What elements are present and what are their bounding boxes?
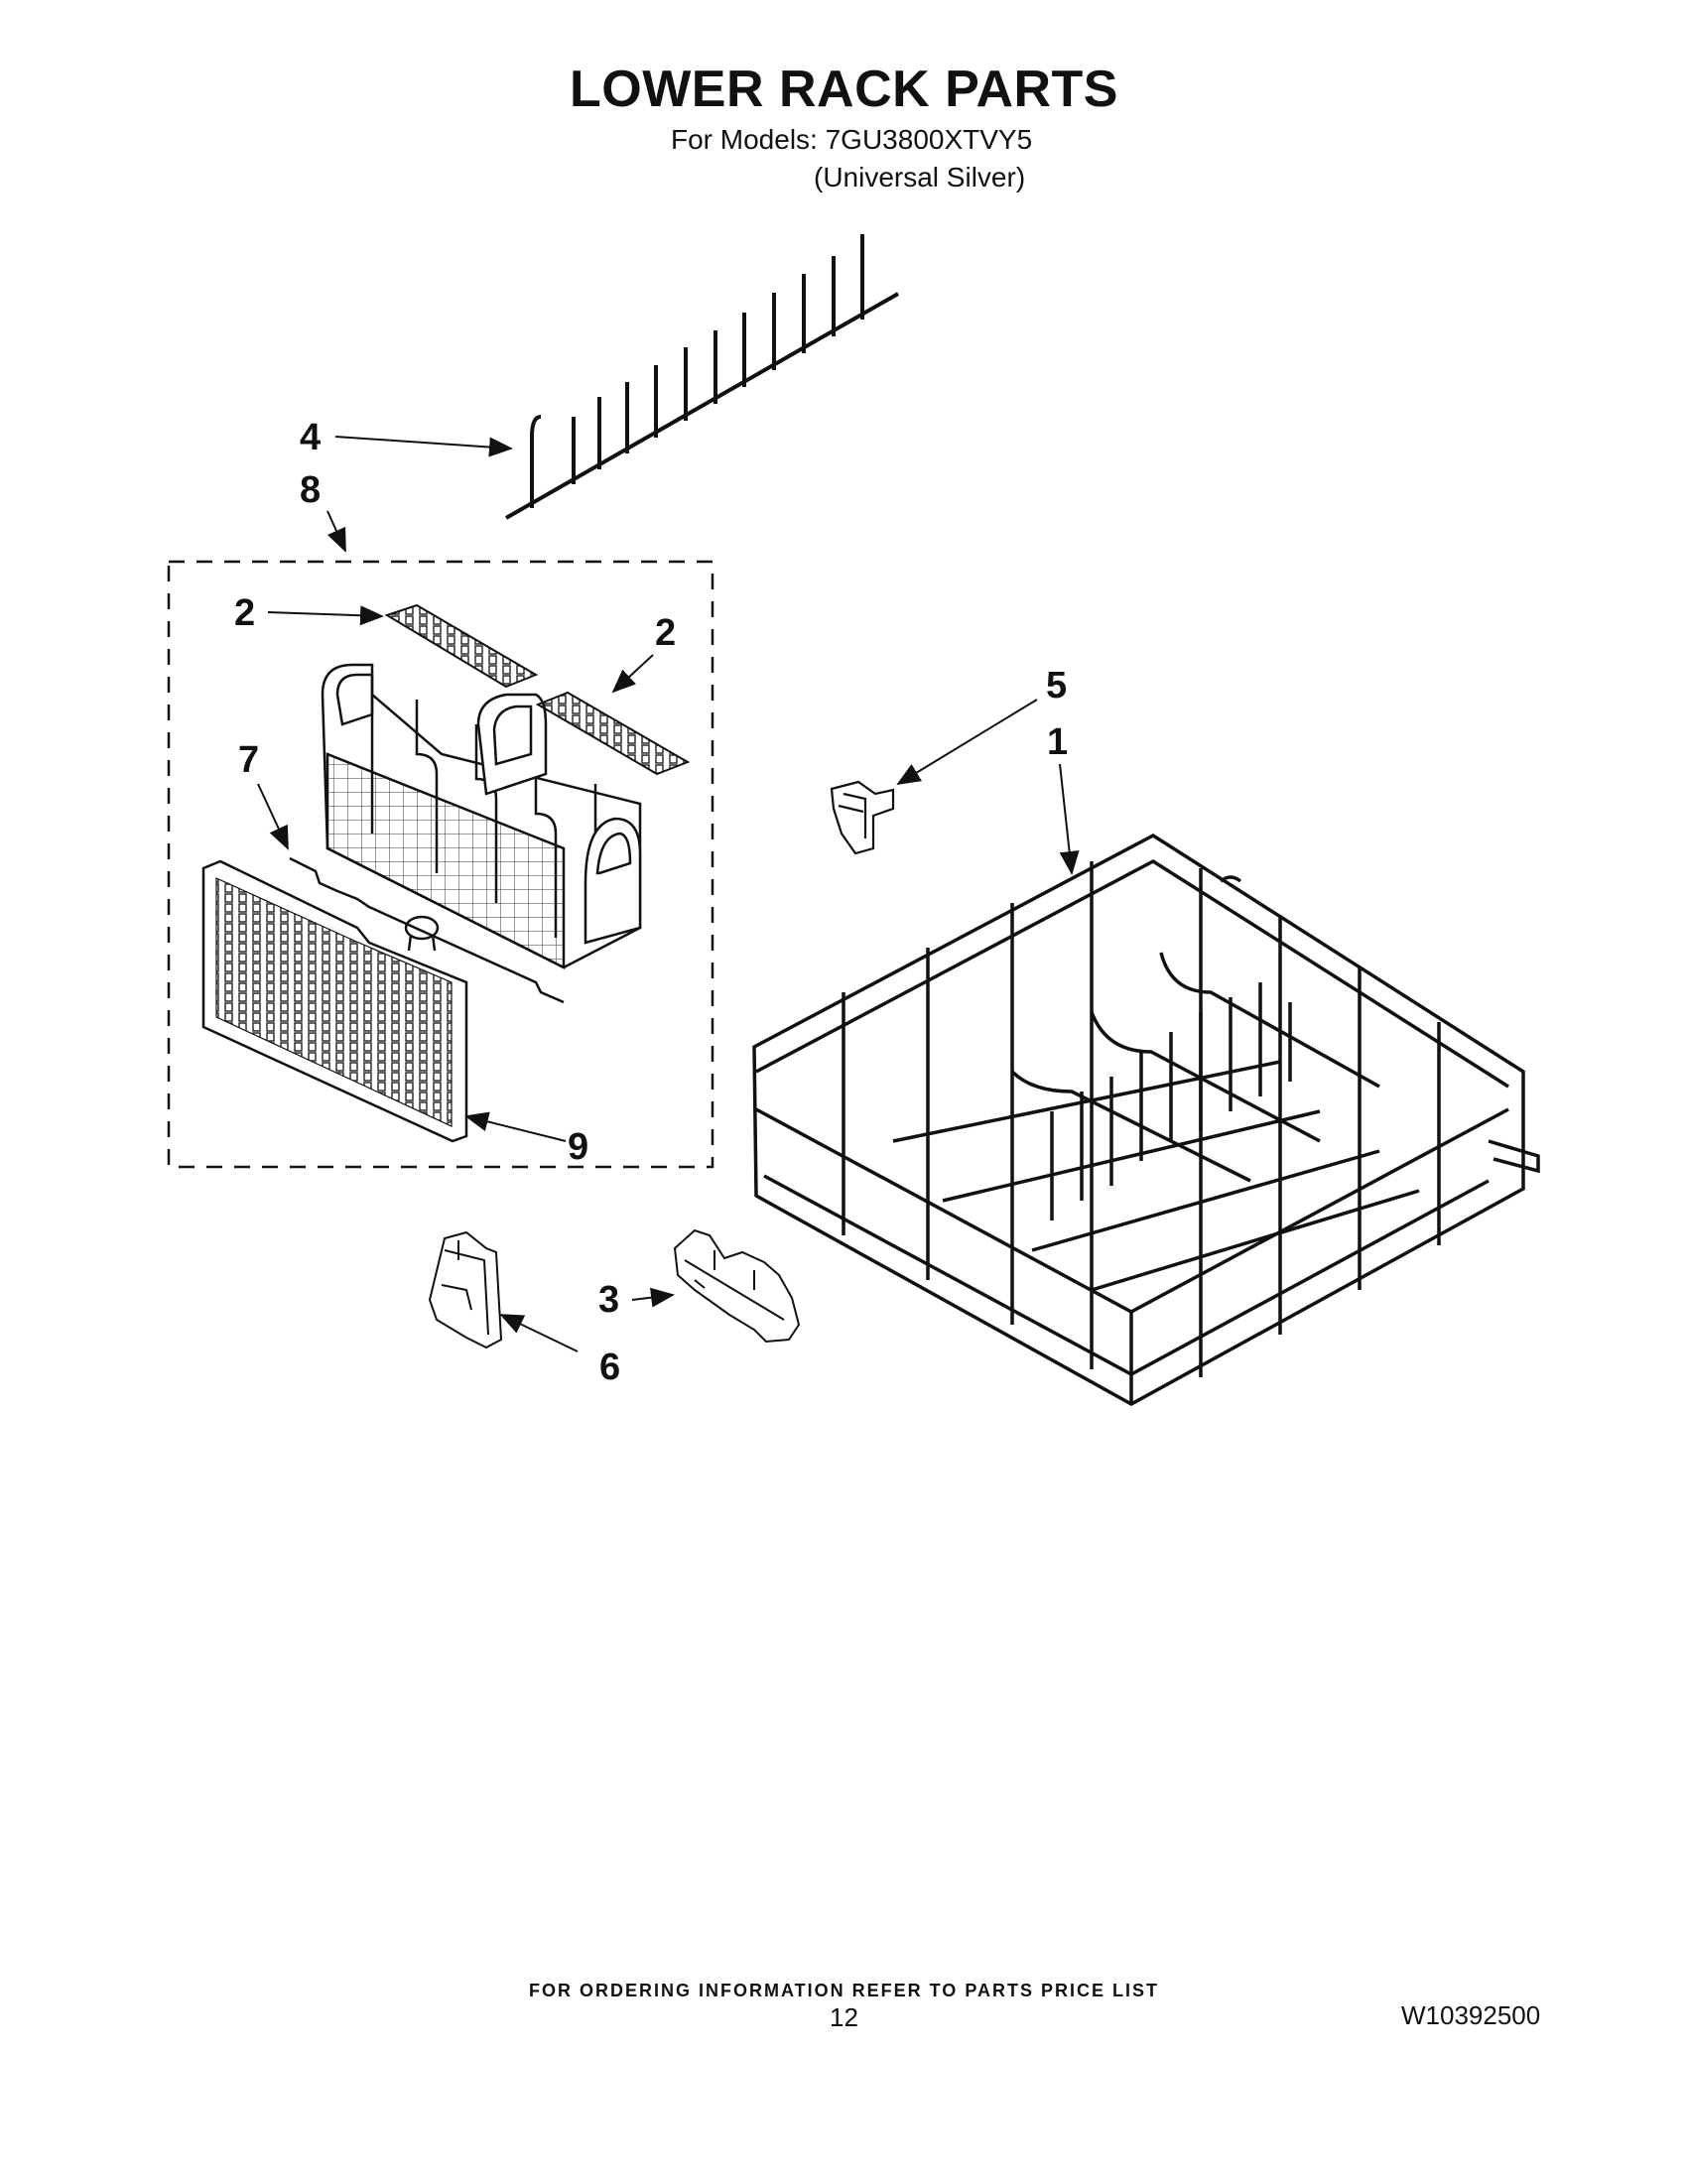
page-number: 12 [830, 2002, 858, 2032]
leader-lines [257, 436, 1080, 1352]
page-title: LOWER RACK PARTS [569, 61, 1118, 118]
callout-4: 4 [300, 417, 321, 458]
lower-rack-part [752, 833, 1540, 1406]
tine-row-part [505, 234, 899, 520]
basket-front-panel-part [201, 859, 468, 1143]
ordering-note: FOR ORDERING INFORMATION REFER TO PARTS … [528, 1981, 1159, 2000]
basket-assembly-box [167, 560, 714, 1169]
callout-2a: 2 [234, 592, 255, 634]
callout-9: 9 [568, 1126, 588, 1168]
bracket-part [428, 1230, 503, 1349]
model-info: For Models: 7GU3800XTVY5 (Universal Silv… [671, 121, 1032, 196]
silverware-basket-part [321, 663, 642, 970]
rack-rail-part [673, 1228, 801, 1344]
callout-2b: 2 [655, 612, 676, 654]
variant-line: (Universal Silver) [814, 162, 1026, 193]
rack-clip-part [830, 780, 895, 855]
basket-handle-part [289, 856, 565, 1004]
callout-5: 5 [1046, 665, 1067, 707]
document-number: W10392500 [1401, 2000, 1541, 2030]
basket-cover-part [384, 603, 691, 776]
callout-7: 7 [238, 739, 259, 781]
callout-6: 6 [599, 1347, 620, 1388]
models-line: For Models: 7GU3800XTVY5 [671, 124, 1033, 155]
callout-8: 8 [300, 469, 321, 511]
callout-1: 1 [1047, 721, 1068, 763]
callout-labels: 4 8 2 2 5 1 7 9 3 6 [234, 417, 1068, 1388]
callout-3: 3 [598, 1279, 619, 1321]
